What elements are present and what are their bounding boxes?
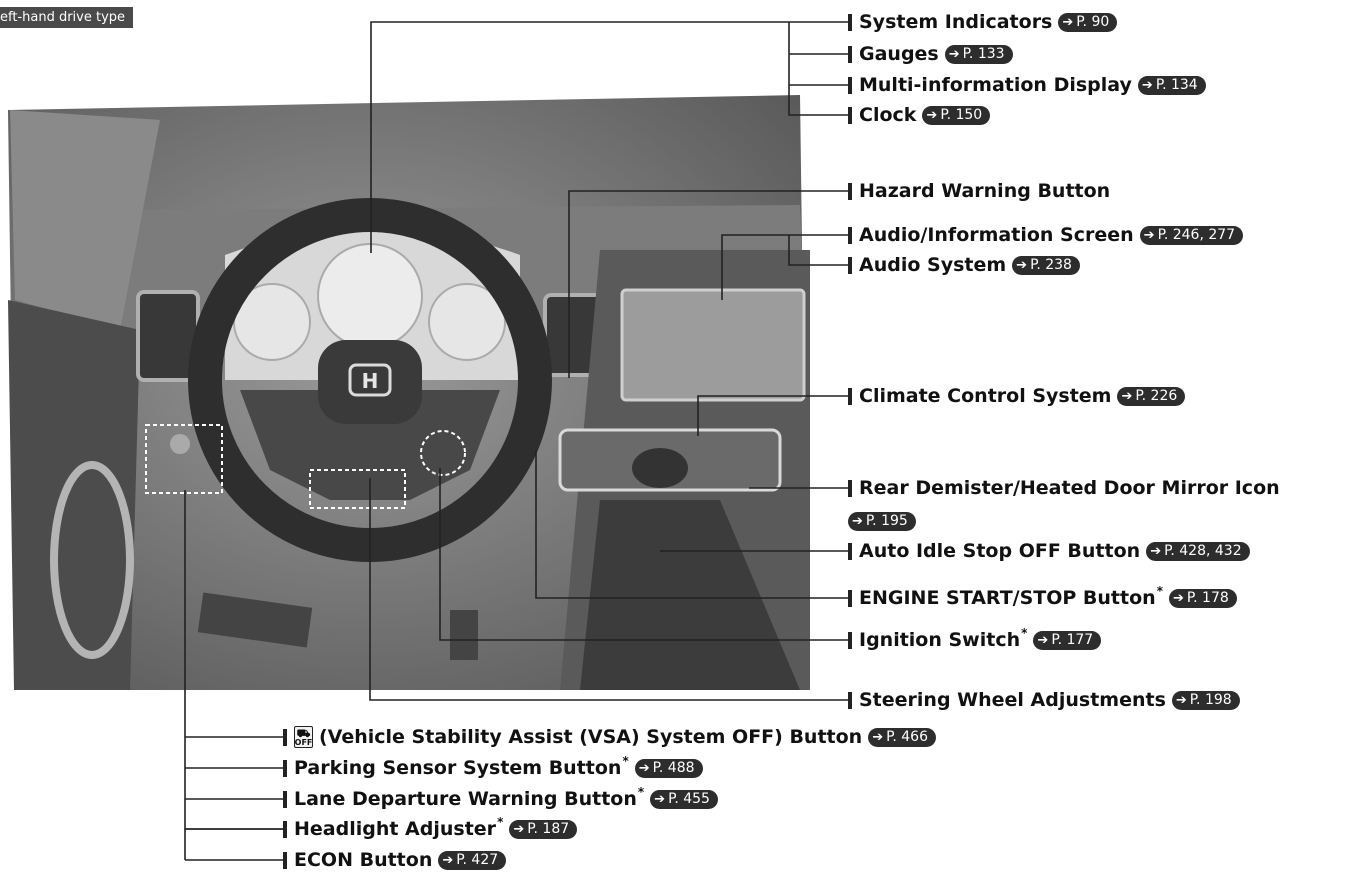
callout-rear-demister: Rear Demister/Heated Door Mirror Icon [848,476,1280,500]
arrow-icon: ➔ [948,46,960,62]
left-button-group [145,424,223,494]
arrow-icon: ➔ [638,760,650,776]
arrow-icon: ➔ [1062,14,1074,30]
callout-auto-idle-stop: Auto Idle Stop OFF Button ➔P. 428, 432 [848,539,1250,563]
callout-parking-sensor: Parking Sensor System Button* ➔P. 488 [283,754,703,780]
callout-econ-button: ECON Button ➔P. 427 [283,848,507,872]
arrow-icon: ➔ [1037,632,1049,648]
arrow-icon: ➔ [926,107,938,123]
windshield-pillar [10,110,160,330]
arrow-icon: ➔ [1141,77,1153,93]
pedal-right [450,610,478,660]
gauge-right [428,283,506,361]
callout-gauges: Gauges ➔P. 133 [848,42,1013,66]
page-ref-link[interactable]: ➔P. 178 [1168,588,1237,608]
leader-left-group [184,490,283,830]
page-ref-link[interactable]: ➔P. 90 [1058,12,1118,32]
page-ref-link[interactable]: ➔P. 134 [1137,75,1206,95]
callout-hazard-warning: Hazard Warning Button [848,179,1110,203]
callout-audio-screen: Audio/Information Screen ➔P. 246, 277 [848,223,1244,247]
page-ref-link[interactable]: ➔P. 195 [848,511,916,531]
callout-ignition-switch: Ignition Switch* ➔P. 177 [848,626,1102,652]
callout-headlight-adjuster: Headlight Adjuster* ➔P. 187 [283,815,578,841]
leader-audio-screen [721,234,848,300]
callout-rear-demister-ref: ➔P. 195 [848,509,916,533]
arrow-icon: ➔ [852,513,863,529]
callout-audio-system: Audio System ➔P. 238 [848,253,1080,277]
leader-bracket-top [788,22,848,116]
gauge-left [233,283,311,361]
header-tag: eft-hand drive type [0,7,134,28]
honda-badge [348,363,392,397]
audio-screen [620,288,806,402]
left-knob [170,434,190,454]
arrow-icon: ➔ [442,852,454,868]
arrow-icon: ➔ [513,821,525,837]
page-ref-link[interactable]: ➔P. 177 [1033,630,1102,650]
door-speaker [50,461,134,659]
callout-multi-info-display: Multi-information Display ➔P. 134 [848,73,1206,97]
page-ref-link[interactable]: ➔P. 246, 277 [1139,225,1244,245]
page-ref-link[interactable]: ➔P. 150 [922,105,991,125]
leader-steering [369,478,848,701]
page-ref-link[interactable]: ➔P. 198 [1171,690,1240,710]
page-ref-link[interactable]: ➔P. 455 [650,789,718,809]
arrow-icon: ➔ [1016,257,1028,273]
page-ref-link[interactable]: ➔P. 488 [634,758,703,778]
arrow-icon: ➔ [1172,590,1184,606]
arrow-icon: ➔ [872,729,884,745]
leader-climate [697,395,848,436]
ignition-highlight [420,430,466,476]
arrow-icon: ➔ [1143,227,1155,243]
callout-system-indicators: System Indicators ➔P. 90 [848,10,1118,34]
page-ref-link[interactable]: ➔P. 133 [944,44,1013,64]
steering-hub [318,340,422,424]
page-ref-link[interactable]: ➔P. 238 [1012,255,1080,275]
shift-console [580,500,800,690]
arrow-icon: ➔ [654,791,666,807]
arrow-icon: ➔ [1175,692,1187,708]
callout-steering-wheel: Steering Wheel Adjustments ➔P. 198 [848,688,1240,712]
callout-clock: Clock ➔P. 150 [848,103,991,127]
pedal-left [197,592,313,648]
callout-lane-departure: Lane Departure Warning Button* ➔P. 455 [283,785,718,811]
callout-vsa-off: ⛟OFF (Vehicle Stability Assist (VSA) Sys… [283,725,936,749]
leader-audio-system [788,235,848,266]
honda-badge-letter: H [362,369,379,393]
page-ref-link[interactable]: ➔P. 428, 432 [1146,541,1250,561]
leader-ignition [439,468,848,641]
arrow-icon: ➔ [1121,388,1133,404]
page-ref-link[interactable]: ➔P. 427 [438,850,507,870]
page-ref-link[interactable]: ➔P. 226 [1117,386,1186,406]
leader-hazard [568,190,848,378]
callout-climate-control: Climate Control System ➔P. 226 [848,384,1186,408]
page-ref-link[interactable]: ➔P. 466 [868,727,936,747]
page-ref-link[interactable]: ➔P. 187 [509,819,578,839]
vsa-off-icon: ⛟OFF [294,726,313,748]
leader-engine-start [535,450,848,599]
vsa-switch-highlight [309,469,406,509]
arrow-icon: ➔ [1150,543,1162,559]
door-panel [8,300,140,690]
shift-knob [632,448,688,488]
leader-system-indicators [370,21,848,253]
callout-engine-start: ENGINE START/STOP Button* ➔P. 178 [848,584,1237,610]
